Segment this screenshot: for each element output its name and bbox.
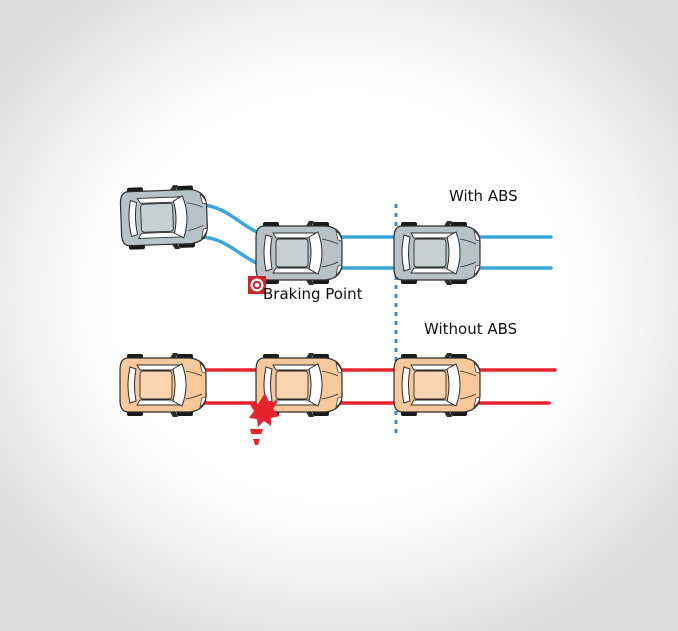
with-abs-label: With ABS [449,187,518,205]
without-abs-label: Without ABS [424,320,517,338]
abs-car-3 [393,220,481,286]
abs-car-2 [255,220,343,286]
traffic-cone-icon [250,429,263,445]
with-abs-trail [198,203,553,270]
target-icon [248,276,266,294]
no-abs-car-3 [393,352,481,418]
braking-point-label: Braking Point [263,285,363,303]
abs-car-1 [119,183,209,252]
without-abs-trail [198,368,557,405]
impact-burst-icon [249,393,280,427]
no-abs-car-1 [119,352,207,418]
